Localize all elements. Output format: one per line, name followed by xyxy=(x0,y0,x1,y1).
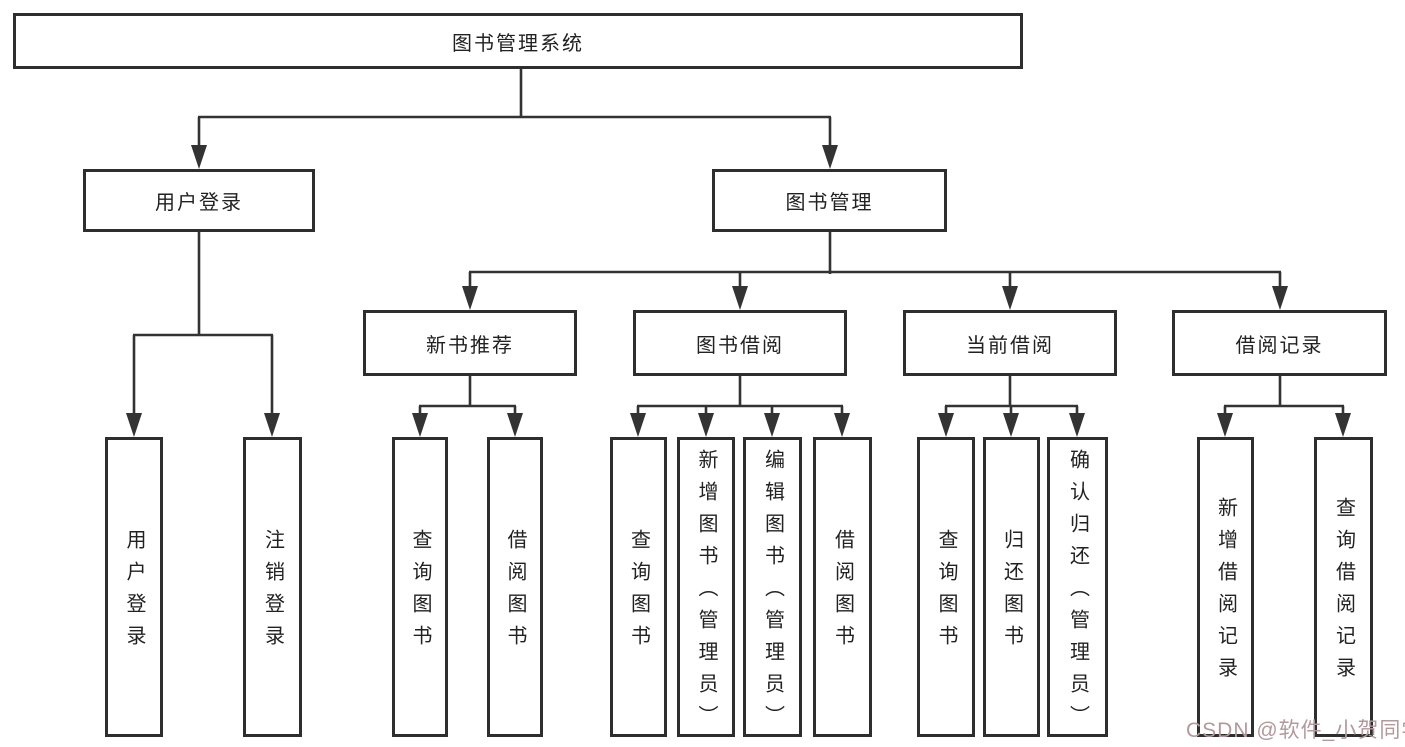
leaf-query-borrow-record: 查询借阅记录 xyxy=(1314,437,1373,737)
node-book-borrowing: 图书借阅 xyxy=(633,310,847,376)
node-label: 新书推荐 xyxy=(426,334,514,357)
csdn-watermark: CSDN @软件_小贺同学 xyxy=(1186,719,1405,742)
node-user-login-branch: 用户登录 xyxy=(83,169,315,232)
node-label: 图书管理 xyxy=(785,192,874,214)
leaf-label: 查询图书 xyxy=(935,529,957,657)
leaf-label: 新增借阅记录 xyxy=(1214,497,1237,689)
node-book-management-branch: 图书管理 xyxy=(712,169,947,232)
node-label: 图书借阅 xyxy=(696,334,784,357)
leaf-borrow-books-recommend: 借阅图书 xyxy=(487,437,543,737)
leaf-label: 查询借阅记录 xyxy=(1332,497,1355,689)
leaf-add-borrow-record: 新增借阅记录 xyxy=(1197,437,1254,737)
node-label: 借阅记录 xyxy=(1235,334,1324,357)
leaf-return-book: 归还图书 xyxy=(983,437,1040,737)
node-new-book-recommendation: 新书推荐 xyxy=(363,310,577,376)
node-label: 用户登录 xyxy=(155,192,243,214)
leaf-query-books-current: 查询图书 xyxy=(917,437,975,737)
node-library-management-system: 图书管理系统 xyxy=(13,13,1023,69)
leaf-label: 编辑图书（管理员） xyxy=(761,449,784,737)
leaf-label: 查询图书 xyxy=(627,529,650,657)
leaf-label: 确认归还（管理员） xyxy=(1066,449,1089,737)
leaf-label: 借阅图书 xyxy=(831,529,854,657)
node-current-borrowing: 当前借阅 xyxy=(903,310,1117,376)
leaf-label: 注销登录 xyxy=(261,529,284,657)
leaf-logout: 注销登录 xyxy=(243,437,302,737)
leaf-add-book-admin: 新增图书（管理员） xyxy=(677,437,735,737)
node-borrowing-records: 借阅记录 xyxy=(1172,310,1387,376)
leaf-label: 归还图书 xyxy=(1000,529,1023,657)
leaf-edit-book-admin: 编辑图书（管理员） xyxy=(743,437,802,737)
leaf-label: 用户登录 xyxy=(123,529,145,657)
leaf-user-login: 用户登录 xyxy=(105,437,163,737)
leaf-label: 借阅图书 xyxy=(504,529,526,657)
leaf-borrow-books: 借阅图书 xyxy=(813,437,872,737)
leaf-query-books-borrowing: 查询图书 xyxy=(610,437,667,737)
node-label: 当前借阅 xyxy=(966,334,1054,357)
leaf-label: 新增图书（管理员） xyxy=(695,449,717,737)
leaf-label: 查询图书 xyxy=(409,529,431,657)
leaf-confirm-return-admin: 确认归还（管理员） xyxy=(1047,437,1108,737)
node-label: 图书管理系统 xyxy=(452,32,584,55)
leaf-query-books-recommend: 查询图书 xyxy=(392,437,448,737)
